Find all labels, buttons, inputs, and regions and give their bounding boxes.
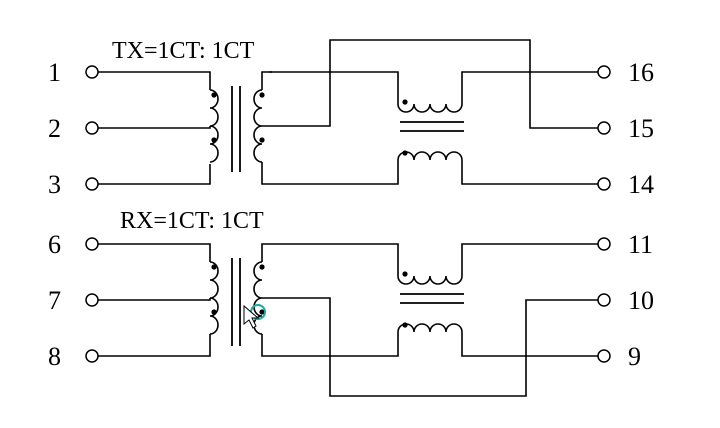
rx-wire-pin7 bbox=[98, 298, 211, 301]
tx-choke-upper-coil bbox=[397, 103, 463, 113]
pin-label-6: 6 bbox=[48, 230, 61, 259]
terminal-pin14 bbox=[597, 177, 611, 191]
pin-label-11: 11 bbox=[628, 230, 653, 259]
terminal-pin11 bbox=[597, 237, 611, 251]
pin-label-1: 1 bbox=[48, 58, 61, 87]
rx-secondary-coil bbox=[253, 261, 263, 335]
tx-choke-top-left-lead bbox=[270, 71, 399, 104]
pin-label-3: 3 bbox=[48, 170, 61, 199]
terminal-pin7 bbox=[85, 293, 99, 307]
rx-wire-pin6 bbox=[98, 243, 211, 262]
tx-wire-pin2 bbox=[98, 126, 211, 129]
tx-sec-top-lead bbox=[261, 71, 268, 90]
pin-label-2: 2 bbox=[48, 114, 61, 143]
pin-label-8: 8 bbox=[48, 342, 61, 371]
terminal-pin2 bbox=[85, 121, 99, 135]
rx-sec-top-wire bbox=[261, 243, 399, 276]
rx-choke-dot-2 bbox=[402, 322, 408, 328]
terminal-pin10 bbox=[597, 293, 611, 307]
rx-choke-dot-1 bbox=[402, 271, 408, 277]
tx-center-tap-wire bbox=[262, 39, 598, 129]
rx-polarity-dot-1 bbox=[211, 264, 217, 270]
terminal-pin3 bbox=[85, 177, 99, 191]
rx-center-tap-wire bbox=[262, 297, 598, 397]
tx-primary-coil bbox=[209, 89, 219, 163]
rx-wire-pin8 bbox=[98, 334, 211, 357]
pin-label-14: 14 bbox=[628, 170, 654, 199]
rx-choke-lower-coil bbox=[397, 323, 463, 333]
terminal-pin8 bbox=[85, 349, 99, 363]
rx-polarity-dot-4 bbox=[259, 309, 265, 315]
rx-choke-top-right-lead bbox=[461, 243, 598, 276]
tx-label: TX=1CT: 1CT bbox=[112, 38, 255, 64]
rx-polarity-dot-2 bbox=[211, 309, 217, 315]
tx-polarity-dot-2 bbox=[211, 137, 217, 143]
tx-choke-lower-coil bbox=[397, 151, 463, 161]
rx-polarity-dot-3 bbox=[259, 264, 265, 270]
pin-label-9: 9 bbox=[628, 342, 641, 371]
terminal-pin16 bbox=[597, 65, 611, 79]
rx-choke-bottom-right-lead bbox=[461, 332, 598, 357]
rx-label: RX=1CT: 1CT bbox=[120, 208, 264, 234]
pin-label-7: 7 bbox=[48, 286, 61, 315]
tx-sec-bottom-wire bbox=[261, 160, 399, 185]
rx-choke-upper-coil bbox=[397, 275, 463, 285]
pin-label-16: 16 bbox=[628, 58, 654, 87]
terminal-pin15 bbox=[597, 121, 611, 135]
tx-polarity-dot-1 bbox=[211, 92, 217, 98]
terminal-pin9 bbox=[597, 349, 611, 363]
pin-label-15: 15 bbox=[628, 114, 654, 143]
tx-wire-pin1 bbox=[98, 71, 211, 90]
tx-choke-dot-1 bbox=[402, 99, 408, 105]
rx-sec-bottom-lead bbox=[261, 334, 270, 357]
terminal-pin1 bbox=[85, 65, 99, 79]
tx-choke-top-right-lead bbox=[461, 71, 598, 104]
pin-label-10: 10 bbox=[628, 286, 654, 315]
rx-primary-coil bbox=[209, 261, 219, 335]
terminal-pin6 bbox=[85, 237, 99, 251]
tx-choke-dot-2 bbox=[402, 150, 408, 156]
tx-secondary-coil bbox=[253, 89, 263, 163]
tx-polarity-dot-4 bbox=[259, 137, 265, 143]
tx-wire-pin3 bbox=[98, 164, 211, 185]
mouse-pointer-icon bbox=[243, 304, 266, 329]
rx-choke-bottom-left-lead bbox=[270, 332, 399, 357]
tx-choke-bottom-right-lead bbox=[461, 160, 598, 185]
tx-polarity-dot-3 bbox=[259, 92, 265, 98]
